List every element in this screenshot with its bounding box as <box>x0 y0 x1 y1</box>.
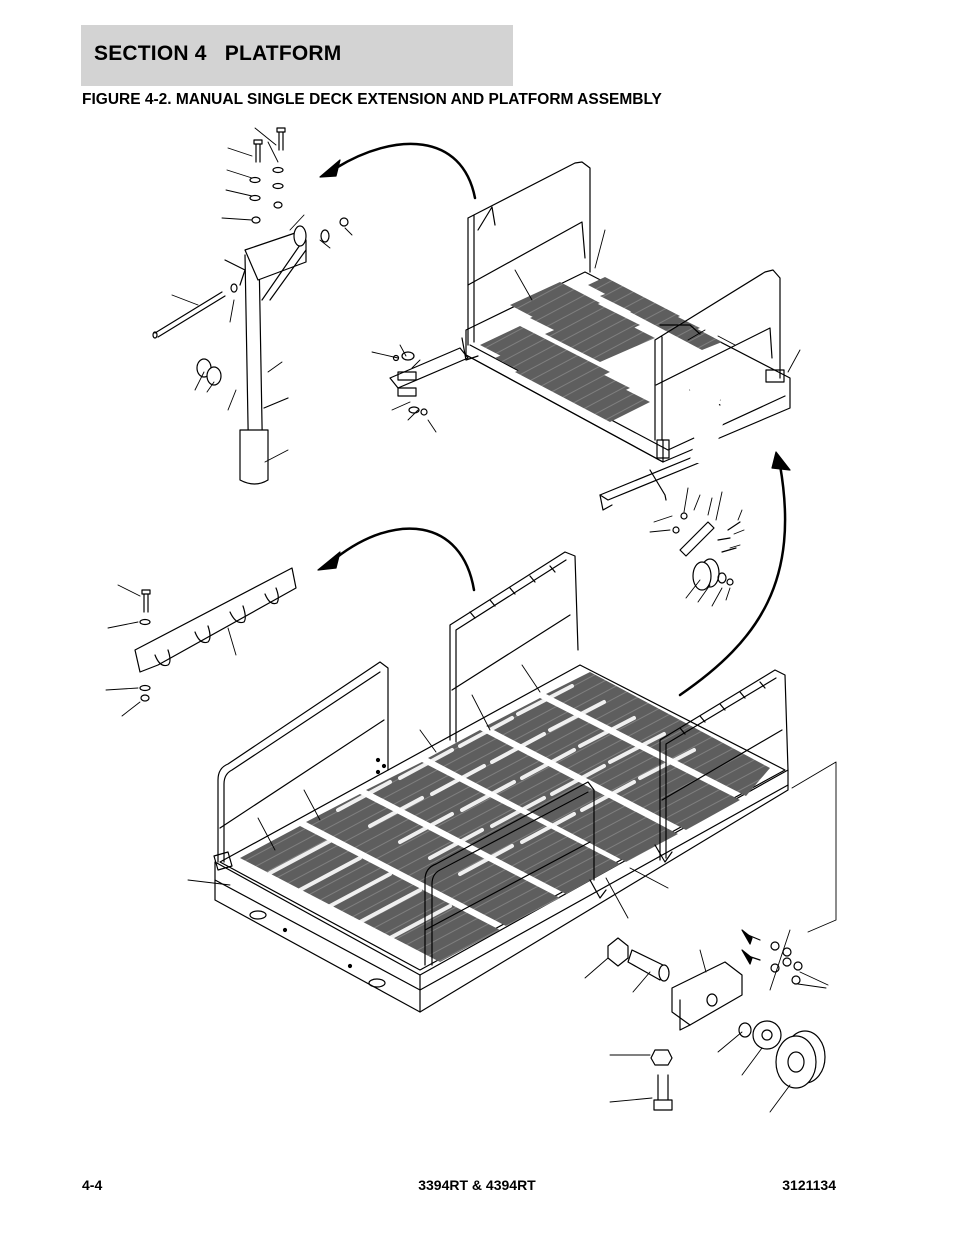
extension-deck-assembly <box>389 161 791 511</box>
figure-title: FIGURE 4-2. MANUAL SINGLE DECK EXTENSION… <box>82 91 662 108</box>
extension-deck-treads <box>480 277 722 422</box>
document-number: 3121134 <box>782 1177 836 1193</box>
callout-leaders-caster <box>584 929 829 1113</box>
hardware-stack-upper <box>230 127 349 293</box>
toe-board <box>134 567 297 702</box>
callout-leaders-middle <box>649 487 745 607</box>
exploded-parts-drawing <box>105 127 837 1113</box>
lower-arrow <box>317 527 476 592</box>
main-platform <box>213 551 789 1013</box>
right-arrow <box>678 451 791 697</box>
rail-hanger-assembly <box>152 225 307 485</box>
bracket-hardware-middle <box>649 469 741 591</box>
callout-leaders-upper-left <box>171 127 353 463</box>
platform-tread-gaps <box>268 684 696 940</box>
model-number: 3394RT & 4394RT <box>418 1177 536 1193</box>
break-symbol <box>688 388 724 467</box>
callout-leaders-toe-board <box>105 584 237 717</box>
upper-arrow <box>319 142 477 200</box>
callout-leaders-upper-deck <box>371 229 801 433</box>
section-banner: SECTION 4 PLATFORM <box>81 25 513 86</box>
upper-hardware <box>392 351 428 416</box>
callout-leaders-platform <box>187 664 837 933</box>
section-title: SECTION 4 PLATFORM <box>94 42 342 65</box>
caster-hardware <box>607 929 826 1111</box>
page-number: 4-4 <box>82 1177 103 1193</box>
